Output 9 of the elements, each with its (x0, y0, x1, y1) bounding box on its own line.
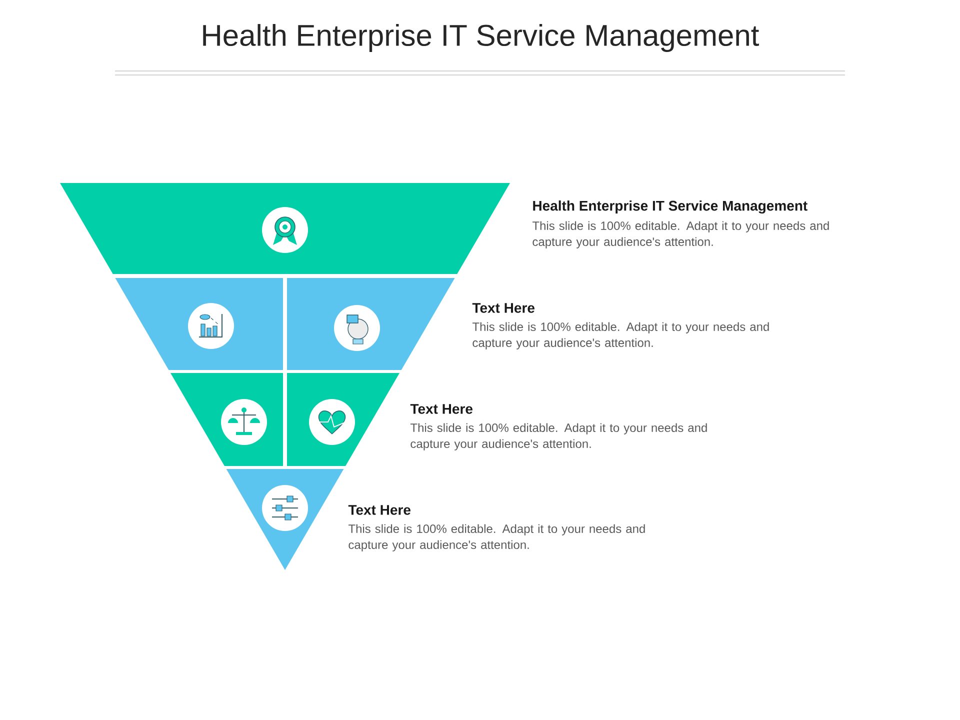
description: This slide is 100% editable. Adapt it to your needs and capture your audience's attention. (532, 221, 829, 248)
description: This slide is 100% editable. Adapt it to your needs and capture your audience's attention. (410, 423, 707, 450)
description: This slide is 100% editable. Adapt it to your needs and capture your audience's attention. (348, 524, 645, 552)
heading: Health Enterprise IT Service Management (533, 200, 808, 214)
heading: Text Here (410, 404, 472, 414)
description: This slide is 100% editable. Adapt it to your needs and capture your audience's attention. (472, 322, 769, 350)
title: Health Enterprise IT Service Management (203, 24, 759, 52)
heading: Text Here (348, 505, 410, 515)
heading: Text Here (472, 303, 534, 313)
